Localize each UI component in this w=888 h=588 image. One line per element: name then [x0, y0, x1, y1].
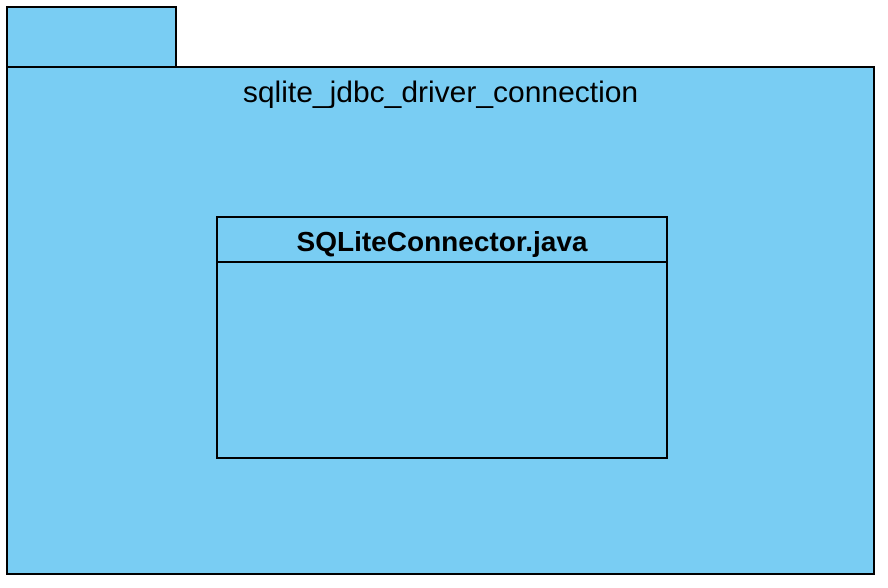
class-name: SQLiteConnector.java — [218, 218, 666, 263]
class-compartment — [218, 263, 666, 457]
package-name: sqlite_jdbc_driver_connection — [242, 76, 639, 109]
package-body: sqlite_jdbc_driver_connection SQLiteConn… — [6, 66, 875, 575]
package-tab — [6, 6, 177, 68]
class-box: SQLiteConnector.java — [216, 216, 668, 459]
